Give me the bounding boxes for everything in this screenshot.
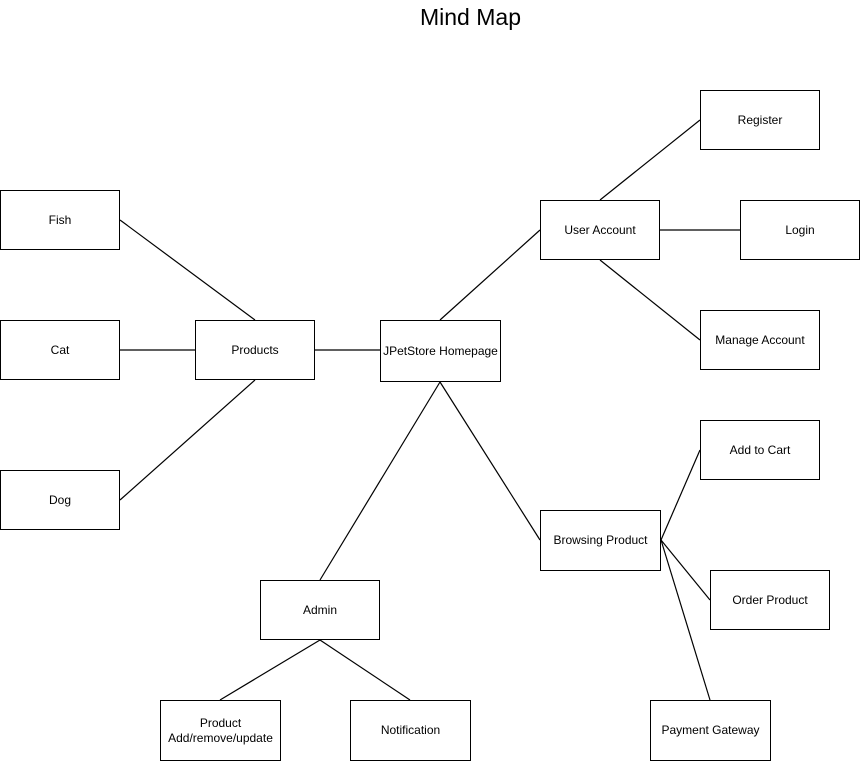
edge-browsing-product-order-product bbox=[660, 539, 711, 601]
edge-homepage-user-account bbox=[439, 229, 541, 321]
node-manage-account-label: Manage Account bbox=[715, 332, 805, 347]
edge-homepage-browsing-product bbox=[439, 381, 541, 541]
node-dog[interactable]: Dog bbox=[0, 470, 120, 530]
node-product-add-remove-update[interactable]: Product Add/remove/update bbox=[160, 700, 281, 761]
edge-admin-notification bbox=[319, 639, 411, 701]
node-register-label: Register bbox=[737, 112, 783, 127]
node-cat[interactable]: Cat bbox=[0, 320, 120, 380]
edge-user-account-manage-account bbox=[599, 259, 701, 341]
node-user-account-label: User Account bbox=[564, 222, 636, 237]
edge-admin-product-admin bbox=[219, 639, 321, 701]
node-manage-account[interactable]: Manage Account bbox=[700, 310, 820, 370]
edge-dog-products bbox=[119, 379, 256, 501]
edge-fish-products bbox=[119, 219, 256, 321]
edge-browsing-product-payment-gateway bbox=[660, 539, 711, 701]
node-add-to-cart[interactable]: Add to Cart bbox=[700, 420, 820, 480]
node-payment-gateway[interactable]: Payment Gateway bbox=[650, 700, 771, 761]
node-order-product[interactable]: Order Product bbox=[710, 570, 830, 630]
node-products[interactable]: Products bbox=[195, 320, 315, 380]
node-cat-label: Cat bbox=[50, 342, 70, 357]
node-notification[interactable]: Notification bbox=[350, 700, 471, 761]
node-notification-label: Notification bbox=[380, 723, 441, 737]
node-product-add-remove-update-label: Product Add/remove/update bbox=[168, 715, 273, 745]
node-browsing-product[interactable]: Browsing Product bbox=[540, 510, 661, 571]
edge-browsing-product-add-to-cart bbox=[660, 449, 701, 541]
node-admin-label: Admin bbox=[302, 602, 337, 617]
node-products-label: Products bbox=[231, 342, 279, 357]
diagram-title: Mind Map bbox=[420, 4, 521, 30]
node-jpetstore-homepage-label: JPetStore Homepage bbox=[383, 343, 498, 358]
node-fish[interactable]: Fish bbox=[0, 190, 120, 250]
node-user-account[interactable]: User Account bbox=[540, 200, 660, 260]
node-order-product-label: Order Product bbox=[732, 592, 808, 607]
node-browsing-product-label: Browsing Product bbox=[553, 533, 648, 547]
node-add-to-cart-label: Add to Cart bbox=[729, 442, 791, 457]
node-dog-label: Dog bbox=[48, 492, 71, 507]
node-admin[interactable]: Admin bbox=[260, 580, 380, 640]
edge-homepage-admin bbox=[319, 381, 441, 581]
node-payment-gateway-label: Payment Gateway bbox=[661, 723, 760, 737]
node-register[interactable]: Register bbox=[700, 90, 820, 150]
node-login-label: Login bbox=[785, 222, 815, 237]
node-jpetstore-homepage[interactable]: JPetStore Homepage bbox=[380, 320, 501, 382]
node-fish-label: Fish bbox=[48, 212, 72, 227]
node-login[interactable]: Login bbox=[740, 200, 860, 260]
edge-user-account-register bbox=[599, 119, 701, 201]
